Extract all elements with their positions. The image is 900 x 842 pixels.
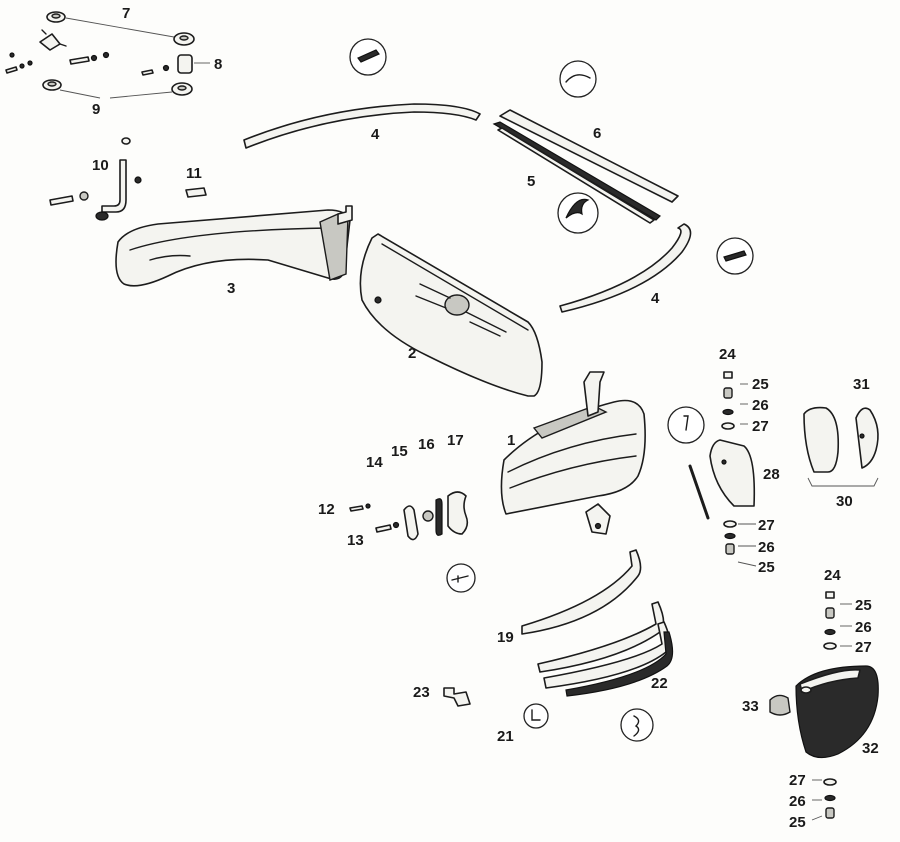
- part-10-bracket: [49, 137, 142, 221]
- callout-21: 21: [497, 728, 514, 745]
- part-4-molding-lower: [559, 223, 692, 313]
- part-22-molding: [537, 601, 674, 697]
- callout-25-bottom: 25: [789, 814, 806, 831]
- callout-2: 2: [408, 345, 416, 362]
- callout-3: 3: [227, 280, 235, 297]
- part-4-molding-upper: [243, 103, 481, 149]
- part-33-knob: [769, 694, 791, 716]
- callout-6: 6: [593, 125, 601, 142]
- detail-circle-a: [349, 38, 387, 76]
- callout-28: 28: [763, 466, 780, 483]
- part-11-plate: [185, 187, 207, 198]
- callout-25-middle: 25: [758, 559, 775, 576]
- callout-17: 17: [447, 432, 464, 449]
- callout-32: 32: [862, 740, 879, 757]
- callout-1: 1: [507, 432, 515, 449]
- callout-4-lower: 4: [651, 290, 660, 307]
- callout-25-lower: 25: [855, 597, 872, 614]
- callout-10: 10: [92, 157, 109, 174]
- callout-24-lower: 24: [824, 567, 841, 584]
- part-32-cover: [795, 665, 879, 759]
- callout-31: 31: [853, 376, 870, 393]
- callout-26-lower: 26: [855, 619, 872, 636]
- part-9-washers: [42, 79, 193, 99]
- callout-5: 5: [527, 173, 535, 190]
- callout-22: 22: [651, 675, 668, 692]
- callout-13: 13: [347, 532, 364, 549]
- fastener-stack-bottom: [823, 778, 837, 819]
- fastener-stack-middle: [723, 520, 737, 555]
- callout-30: 30: [836, 493, 853, 510]
- callout-9: 9: [92, 101, 100, 118]
- callout-26-middle: 26: [758, 539, 775, 556]
- callout-labels: 7 8 9 4 6 5 10 11 3 4 2 1 24 25 26 27 31…: [92, 5, 879, 831]
- part-8-bracket-hardware: [5, 29, 210, 76]
- part-6-strip: [499, 109, 679, 203]
- detail-circle-g: [523, 703, 549, 729]
- part-2-panel: [359, 233, 543, 397]
- callout-19: 19: [497, 629, 514, 646]
- detail-circle-d: [716, 237, 754, 275]
- fastener-stack-upper: [721, 371, 735, 430]
- callout-11: 11: [186, 165, 202, 182]
- parts-12-17: [349, 491, 469, 541]
- detail-circle-f: [446, 563, 476, 593]
- callout-12: 12: [318, 501, 335, 518]
- fastener-stack-lower: [823, 591, 837, 650]
- detail-circle-b: [559, 60, 597, 98]
- callout-26-bottom: 26: [789, 793, 806, 810]
- part-30-bracket: [803, 406, 879, 487]
- part-3-bumper-section: [115, 205, 353, 287]
- detail-circle-e: [667, 406, 705, 444]
- callout-4-upper: 4: [371, 126, 380, 143]
- callout-23: 23: [413, 684, 430, 701]
- part-28-bracket: [688, 439, 756, 520]
- callout-25-upper: 25: [752, 376, 769, 393]
- callout-27-bottom: 27: [789, 772, 806, 789]
- detail-circle-c: [557, 192, 599, 234]
- callout-8: 8: [214, 56, 222, 73]
- callout-26-upper: 26: [752, 397, 769, 414]
- part-5-strip: [492, 121, 661, 224]
- callout-14: 14: [366, 454, 383, 471]
- callout-24-upper: 24: [719, 346, 736, 363]
- part-1-bumper: [500, 371, 646, 535]
- callout-27-middle: 27: [758, 517, 775, 534]
- callout-27-upper: 27: [752, 418, 769, 435]
- detail-circle-h: [620, 708, 654, 742]
- callout-16: 16: [418, 436, 435, 453]
- leader-lines: [737, 383, 852, 821]
- part-19-molding: [521, 549, 642, 635]
- callout-33: 33: [742, 698, 759, 715]
- callout-27-lower: 27: [855, 639, 872, 656]
- part-23-clip: [443, 687, 471, 707]
- callout-15: 15: [391, 443, 408, 460]
- callout-7: 7: [122, 5, 130, 22]
- part-7-washers: [46, 11, 195, 46]
